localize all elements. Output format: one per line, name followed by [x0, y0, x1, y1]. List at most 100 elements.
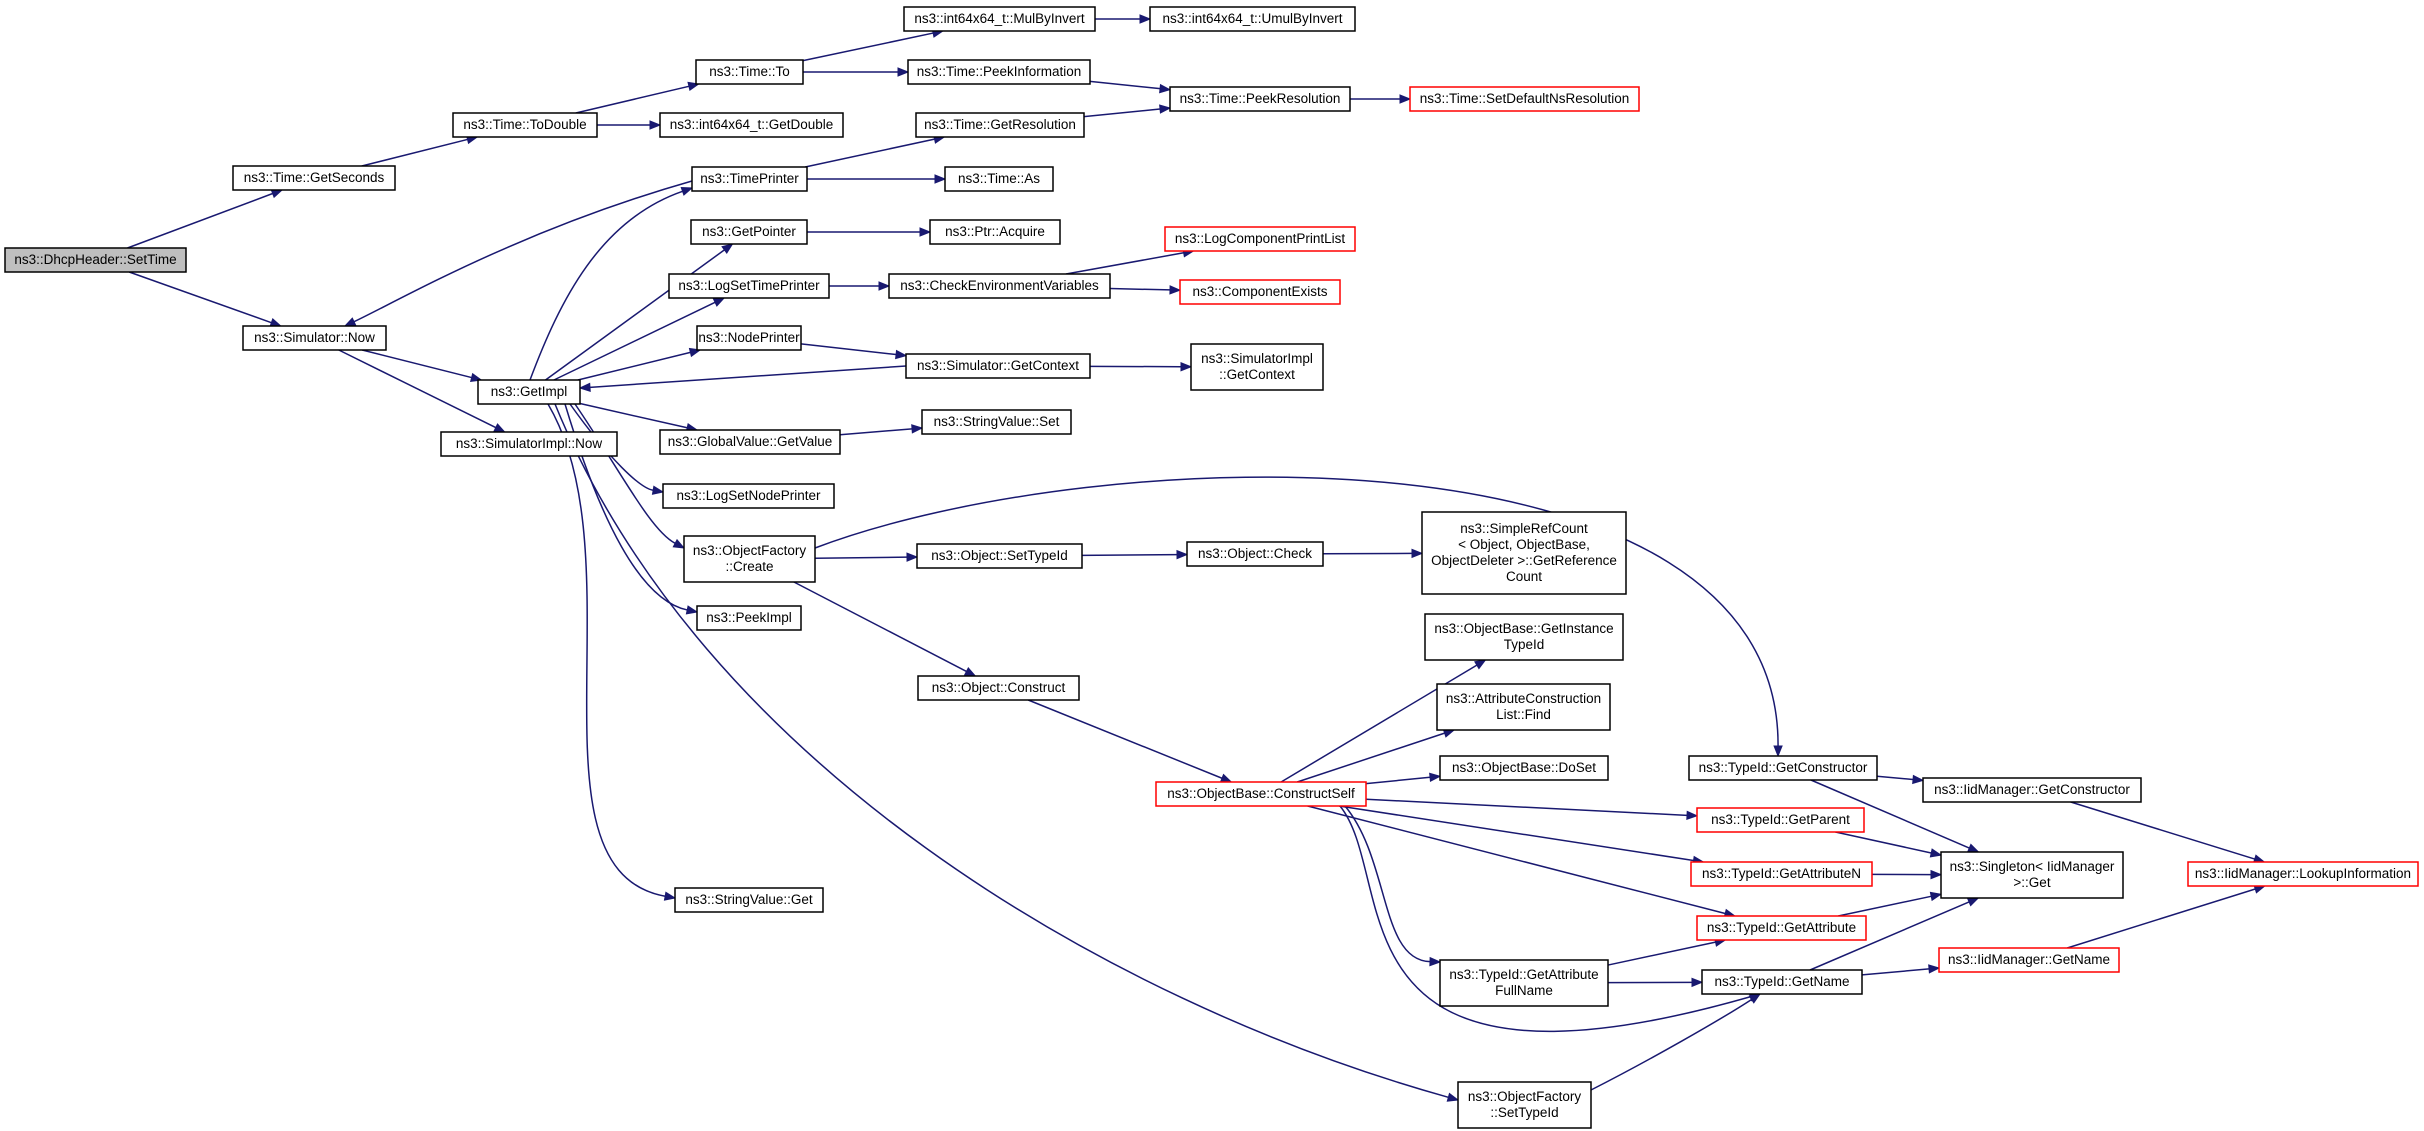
node-int64-getdouble[interactable]: ns3::int64x64_t::GetDouble	[659, 112, 844, 138]
node-iidmanager-getname[interactable]: ns3::IidManager::GetName	[1938, 947, 2120, 973]
arrowhead	[1139, 14, 1152, 24]
call-edge-object_check-to-simplerefcount	[1322, 548, 1424, 559]
node-box	[1688, 755, 1878, 781]
call-edge-time_todouble-to-time_to	[575, 81, 700, 114]
node-typeid-getname[interactable]: ns3::TypeId::GetName	[1701, 969, 1863, 995]
edge-line	[529, 190, 683, 381]
node-time-getresolution[interactable]: ns3::Time::GetResolution	[915, 112, 1085, 138]
node-time-todouble[interactable]: ns3::Time::ToDouble	[452, 112, 598, 138]
node-label: ns3::ObjectBase::DoSet	[1452, 760, 1596, 775]
node-int64-mulbyinvert[interactable]: ns3::int64x64_t::MulByInvert	[903, 6, 1096, 32]
node-iidmanager-getconstructor[interactable]: ns3::IidManager::GetConstructor	[1922, 777, 2142, 803]
node-time-getseconds[interactable]: ns3::Time::GetSeconds	[232, 165, 396, 191]
node-simulator-getcontext[interactable]: ns3::Simulator::GetContext	[905, 353, 1091, 379]
edge-line	[1081, 553, 1178, 557]
arrowhead	[1399, 94, 1412, 104]
node-label: ns3::Time::SetDefaultNsResolution	[1420, 91, 1630, 106]
node-time-setdefaultnsresolution[interactable]: ns3::Time::SetDefaultNsResolution	[1409, 86, 1640, 112]
node-singleton-get[interactable]: ns3::Singleton< IidManager >::Get	[1940, 851, 2124, 899]
call-edge-logsettimeprinter-to-checkenvvars	[829, 281, 891, 291]
node-logsettimeprinter[interactable]: ns3::LogSetTimePrinter	[668, 273, 830, 299]
node-box	[916, 543, 1083, 569]
arrowhead	[651, 485, 665, 495]
node-peekimpl[interactable]: ns3::PeekImpl	[696, 605, 802, 631]
node-typeid-getconstructor[interactable]: ns3::TypeId::GetConstructor	[1688, 755, 1878, 781]
node-typeid-getattribute[interactable]: ns3::TypeId::GetAttribute	[1696, 915, 1867, 941]
node-typeid-getattributen[interactable]: ns3::TypeId::GetAttributeN	[1690, 861, 1873, 887]
node-box	[1169, 86, 1351, 112]
node-checkenvvars[interactable]: ns3::CheckEnvironmentVariables	[888, 273, 1111, 299]
node-getpointer[interactable]: ns3::GetPointer	[690, 219, 808, 245]
arrowhead	[895, 349, 908, 360]
node-box	[1701, 969, 1863, 995]
node-simulatorimpl-now[interactable]: ns3::SimulatorImpl::Now	[440, 431, 618, 457]
call-edge-getimpl-to-objectfactory_create	[574, 403, 686, 549]
node-time-as[interactable]: ns3::Time::As	[944, 166, 1054, 192]
arrowhead	[897, 67, 910, 77]
node-time-to[interactable]: ns3::Time::To	[695, 59, 804, 85]
node-label: ObjectDeleter >::GetReference	[1431, 553, 1617, 568]
edge-line	[793, 581, 967, 673]
node-objectfactory-create[interactable]: ns3::ObjectFactory::Create	[683, 535, 816, 583]
node-getimpl[interactable]: ns3::GetImpl	[477, 379, 581, 405]
node-object-settypeid[interactable]: ns3::Object::SetTypeId	[916, 543, 1083, 569]
edge-line	[1344, 805, 1431, 963]
call-edge-getpointer-to-ptr_acquire	[807, 227, 932, 237]
node-object-check[interactable]: ns3::Object::Check	[1186, 541, 1324, 567]
node-stringvalue-set[interactable]: ns3::StringValue::Set	[921, 409, 1072, 435]
node-typeid-getparent[interactable]: ns3::TypeId::GetParent	[1696, 807, 1865, 833]
node-stringvalue-get[interactable]: ns3::StringValue::Get	[674, 887, 824, 913]
call-edge-typeid_getattributefullname-to-typeid_getattribute	[1607, 937, 1727, 966]
node-logsetnodeprinter[interactable]: ns3::LogSetNodePrinter	[662, 483, 835, 509]
node-box	[905, 353, 1091, 379]
arrowhead	[1446, 1092, 1460, 1102]
node-globalvalue-getvalue[interactable]: ns3::GlobalValue::GetValue	[659, 429, 841, 455]
call-edge-getimpl-to-getpointer	[545, 243, 734, 381]
node-box	[917, 675, 1080, 701]
node-iidmanager-lookupinformation[interactable]: ns3::IidManager::LookupInformation	[2187, 861, 2419, 887]
node-nodeprinter[interactable]: ns3::NodePrinter	[696, 325, 802, 351]
node-label: ns3::TypeId::GetName	[1714, 974, 1849, 989]
edge-line	[1296, 732, 1445, 783]
node-label: ns3::Object::Construct	[932, 680, 1066, 695]
node-time-peekinformation[interactable]: ns3::Time::PeekInformation	[907, 59, 1091, 85]
node-logcomponentprintlist[interactable]: ns3::LogComponentPrintList	[1164, 226, 1356, 252]
node-simulator-now[interactable]: ns3::Simulator::Now	[242, 325, 387, 351]
edge-line	[1338, 805, 1694, 862]
node-box	[915, 112, 1085, 138]
arrowhead	[1219, 773, 1233, 783]
node-ptr-acquire[interactable]: ns3::Ptr::Acquire	[929, 219, 1061, 245]
node-simulatorimpl-getcontext[interactable]: ns3::SimulatorImpl::GetContext	[1190, 343, 1324, 391]
node-dhcp-settime[interactable]: ns3::DhcpHeader::SetTime	[4, 247, 187, 273]
node-box	[1439, 755, 1609, 781]
node-objectfactory-settypeid[interactable]: ns3::ObjectFactory::SetTypeId	[1457, 1081, 1592, 1129]
edge-line	[1607, 941, 1716, 966]
node-box	[1457, 1081, 1592, 1129]
node-componentexists[interactable]: ns3::ComponentExists	[1179, 279, 1341, 305]
arrowhead	[712, 297, 726, 307]
edge-line	[1810, 779, 1970, 849]
node-box	[452, 112, 598, 138]
node-box	[907, 59, 1091, 85]
node-label: ns3::AttributeConstruction	[1446, 691, 1601, 706]
node-label: ns3::LogSetTimePrinter	[678, 278, 820, 293]
node-timeprinter[interactable]: ns3::TimePrinter	[691, 166, 808, 192]
node-object-construct[interactable]: ns3::Object::Construct	[917, 675, 1080, 701]
node-label: ns3::SimpleRefCount	[1460, 521, 1588, 536]
node-objectbase-constructself[interactable]: ns3::ObjectBase::ConstructSelf	[1155, 781, 1367, 807]
node-time-peekresolution[interactable]: ns3::Time::PeekResolution	[1169, 86, 1351, 112]
node-box	[1190, 343, 1324, 391]
arrowhead	[1930, 869, 1943, 880]
node-label: ns3::LogSetNodePrinter	[676, 488, 821, 503]
node-box	[440, 431, 618, 457]
node-label: ns3::Object::Check	[1198, 546, 1312, 561]
node-simplerefcount[interactable]: ns3::SimpleRefCount< Object, ObjectBase,…	[1421, 511, 1627, 595]
node-objectbase-doset[interactable]: ns3::ObjectBase::DoSet	[1439, 755, 1609, 781]
node-box	[1696, 915, 1867, 941]
node-box	[929, 219, 1061, 245]
node-box	[659, 112, 844, 138]
node-int64-umulbyinvert[interactable]: ns3::int64x64_t::UmulByInvert	[1149, 6, 1356, 32]
